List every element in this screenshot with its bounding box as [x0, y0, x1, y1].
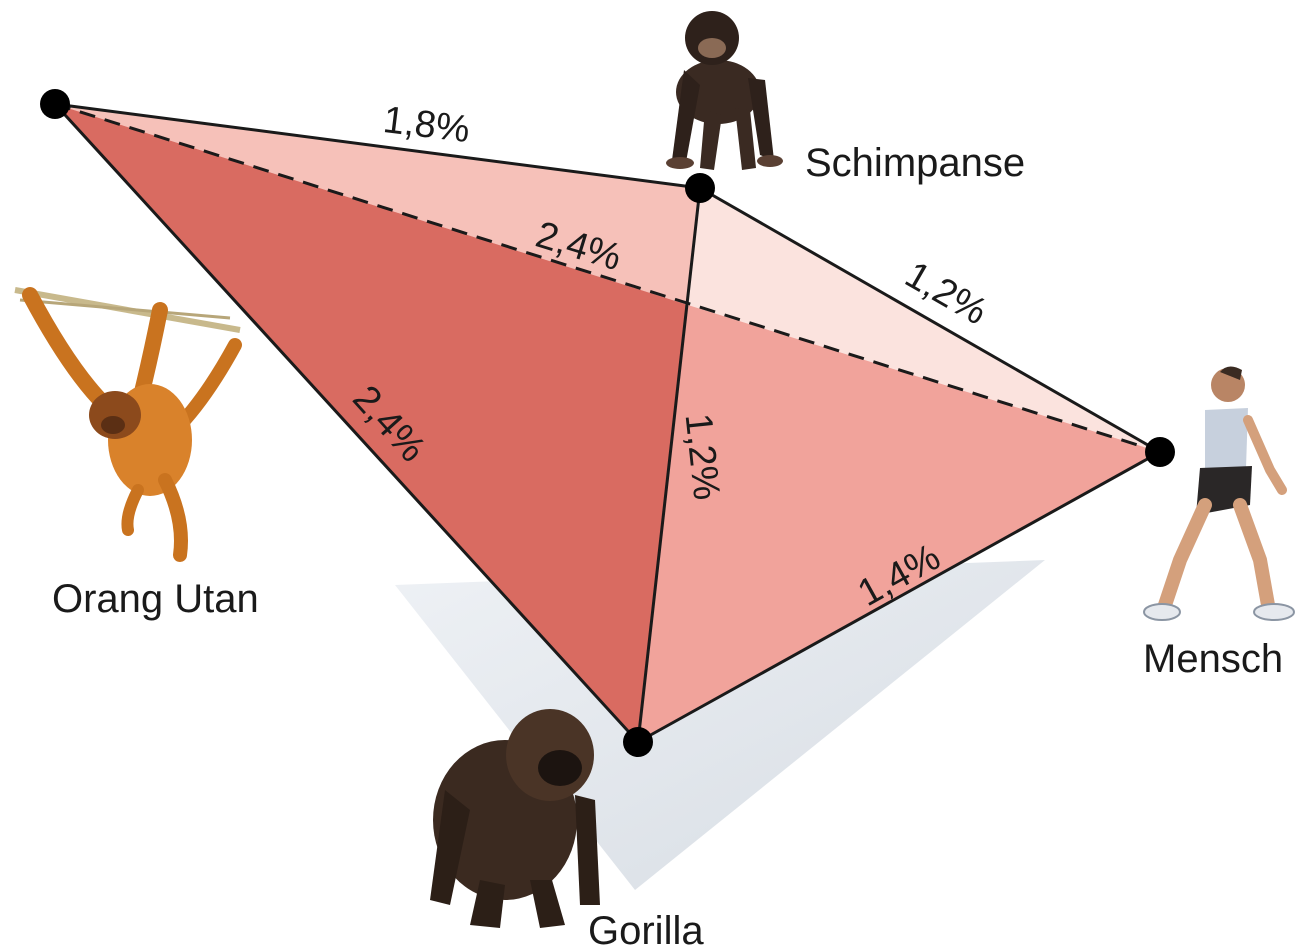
orangutan-icon — [15, 290, 240, 555]
node-dot-mensch — [1145, 437, 1175, 467]
node-label-gorilla: Gorilla — [588, 909, 704, 950]
chimpanzee-icon — [666, 11, 783, 170]
node-label-mensch: Mensch — [1143, 637, 1283, 681]
human-icon — [1144, 366, 1294, 620]
node-dot-orang-utan — [40, 89, 70, 119]
node-dot-schimpanse — [685, 173, 715, 203]
gorilla-icon — [430, 709, 600, 928]
node-label-orang-utan: Orang Utan — [52, 577, 259, 621]
node-label-schimpanse: Schimpanse — [805, 141, 1025, 185]
node-dot-gorilla — [623, 727, 653, 757]
edge-label-orang-utan-schimpanse: 1,8% — [381, 99, 472, 151]
